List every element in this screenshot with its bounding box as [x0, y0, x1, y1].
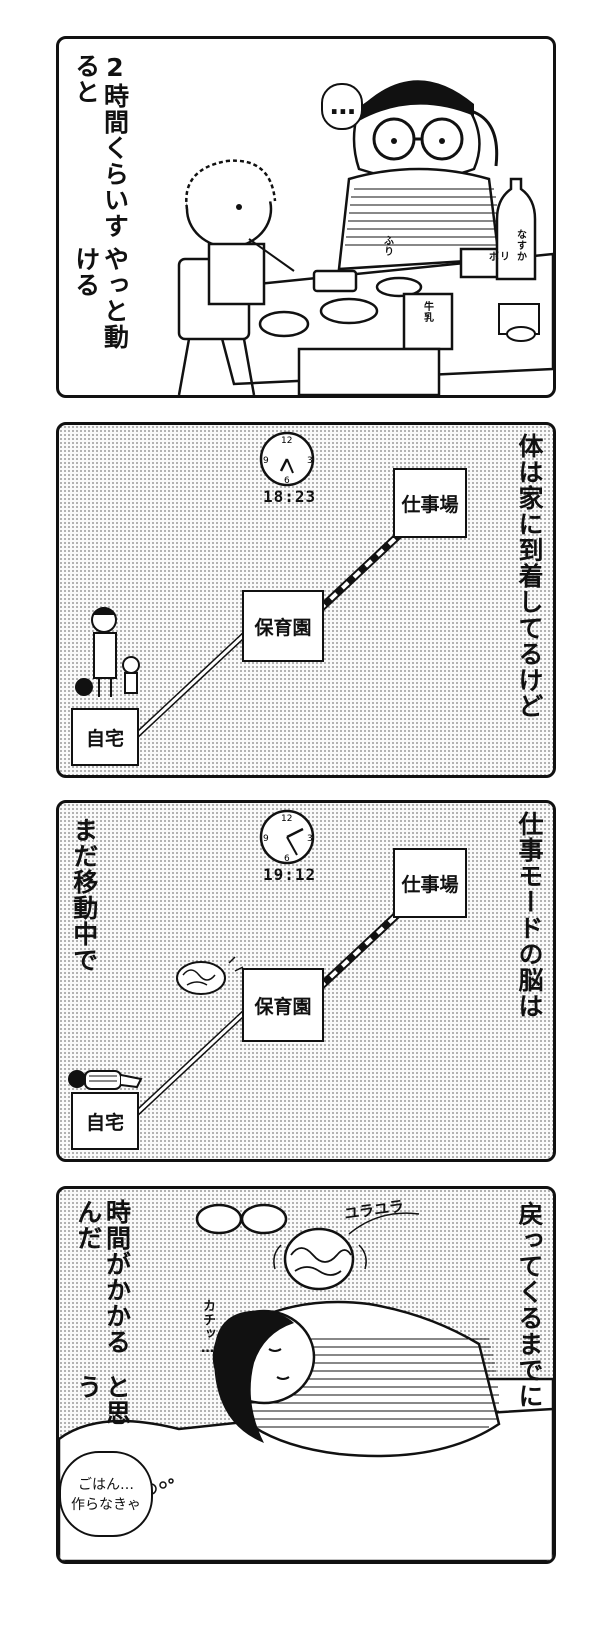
location-work: 仕事場 [393, 848, 467, 918]
narration-line-1: 仕事モードの脳は [515, 811, 544, 1019]
narration-line-1: まだ移動中で [69, 817, 99, 973]
child-figure [185, 159, 295, 306]
bowl [375, 276, 423, 298]
clock-time: 19:12 [263, 865, 317, 884]
location-work: 仕事場 [393, 468, 467, 538]
panel-3-narration-right: 仕事モードの脳は [514, 811, 544, 1151]
narration-line-1: 戻ってくるまでに [515, 1201, 544, 1409]
glasses-icon [195, 1203, 288, 1235]
cup [258, 310, 310, 338]
svg-text:3: 3 [307, 456, 313, 466]
narration-line-1: 体は家に到着してるけど [515, 433, 544, 719]
panel-2: 12 3 6 9 自宅 保育園 仕事場 18:23 体は家に到着してるけど [56, 422, 556, 778]
panel-2-route: 12 3 6 9 [75, 431, 402, 738]
narration-line-1: 2時間くらいすると [71, 53, 130, 239]
brain-icon [176, 956, 244, 995]
lying-figure [68, 1070, 143, 1090]
woman-figure [212, 1300, 501, 1458]
location-daycare: 保育園 [242, 590, 324, 662]
svg-text:9: 9 [263, 456, 269, 466]
panel-3-route: 12 3 6 9 [68, 809, 402, 1116]
mother-child-figure [75, 607, 140, 697]
tray [312, 269, 358, 293]
location-home: 自宅 [71, 1092, 139, 1150]
thought-line-1: ごはん… [78, 1477, 134, 1493]
svg-text:6: 6 [284, 476, 290, 486]
brain-icon [273, 1212, 420, 1291]
panel-3-narration-left: まだ移動中で [69, 817, 99, 1017]
milk-label: 牛乳 [421, 301, 433, 323]
panel-4-illustration [59, 1203, 553, 1561]
narration-line-2: と思う [73, 1373, 132, 1426]
svg-text:3: 3 [307, 834, 313, 844]
location-daycare: 保育園 [242, 968, 324, 1042]
panel-1-illustration [177, 80, 553, 395]
narration-line-1: 時間がかかるんだ [73, 1199, 132, 1355]
panel-4: ユラユラ カチッ… 戻ってくるまでに 時間がかかるんだ と思う ごはん… 作らな… [56, 1186, 556, 1564]
box-label: ポリ [489, 252, 511, 263]
svg-text:12: 12 [281, 436, 292, 446]
panel-4-narration-left: 時間がかかるんだ と思う [73, 1199, 132, 1439]
mother-speech-dots: … [321, 83, 363, 130]
bottle [495, 177, 537, 281]
svg-text:12: 12 [281, 814, 292, 824]
clock-icon: 12 3 6 9 [259, 431, 315, 487]
location-home: 自宅 [71, 708, 139, 766]
table [207, 252, 553, 386]
panel-2-narration: 体は家に到着してるけど [514, 433, 544, 769]
bottle-label: なすか [514, 229, 526, 262]
panel-1-narration: 2時間くらいすると やっと動ける [71, 53, 130, 373]
thought-line-2: 作らなきゃ [71, 1497, 141, 1513]
mother-figure [337, 80, 501, 271]
panel-3: 12 3 6 9 自宅 保育園 仕事場 19:12 仕事モードの脳は まだ移動中… [56, 800, 556, 1162]
narration-line-2: やっと動ける [71, 246, 130, 351]
clock-icon: 12 3 6 9 [259, 809, 315, 865]
panel-1: 2時間くらいすると やっと動ける … なすか ポリ ふり 牛乳 [56, 36, 556, 398]
svg-text:6: 6 [284, 854, 290, 864]
packet-label: ふり [381, 235, 393, 257]
laptop [297, 347, 441, 395]
plate [319, 297, 379, 325]
sfx-tick: カチッ… [199, 1299, 215, 1357]
thought-bubble: ごはん… 作らなきゃ [59, 1451, 153, 1537]
svg-text:9: 9 [263, 834, 269, 844]
clock-time: 18:23 [263, 487, 317, 506]
panel-4-narration-right: 戻ってくるまでに [514, 1201, 544, 1461]
